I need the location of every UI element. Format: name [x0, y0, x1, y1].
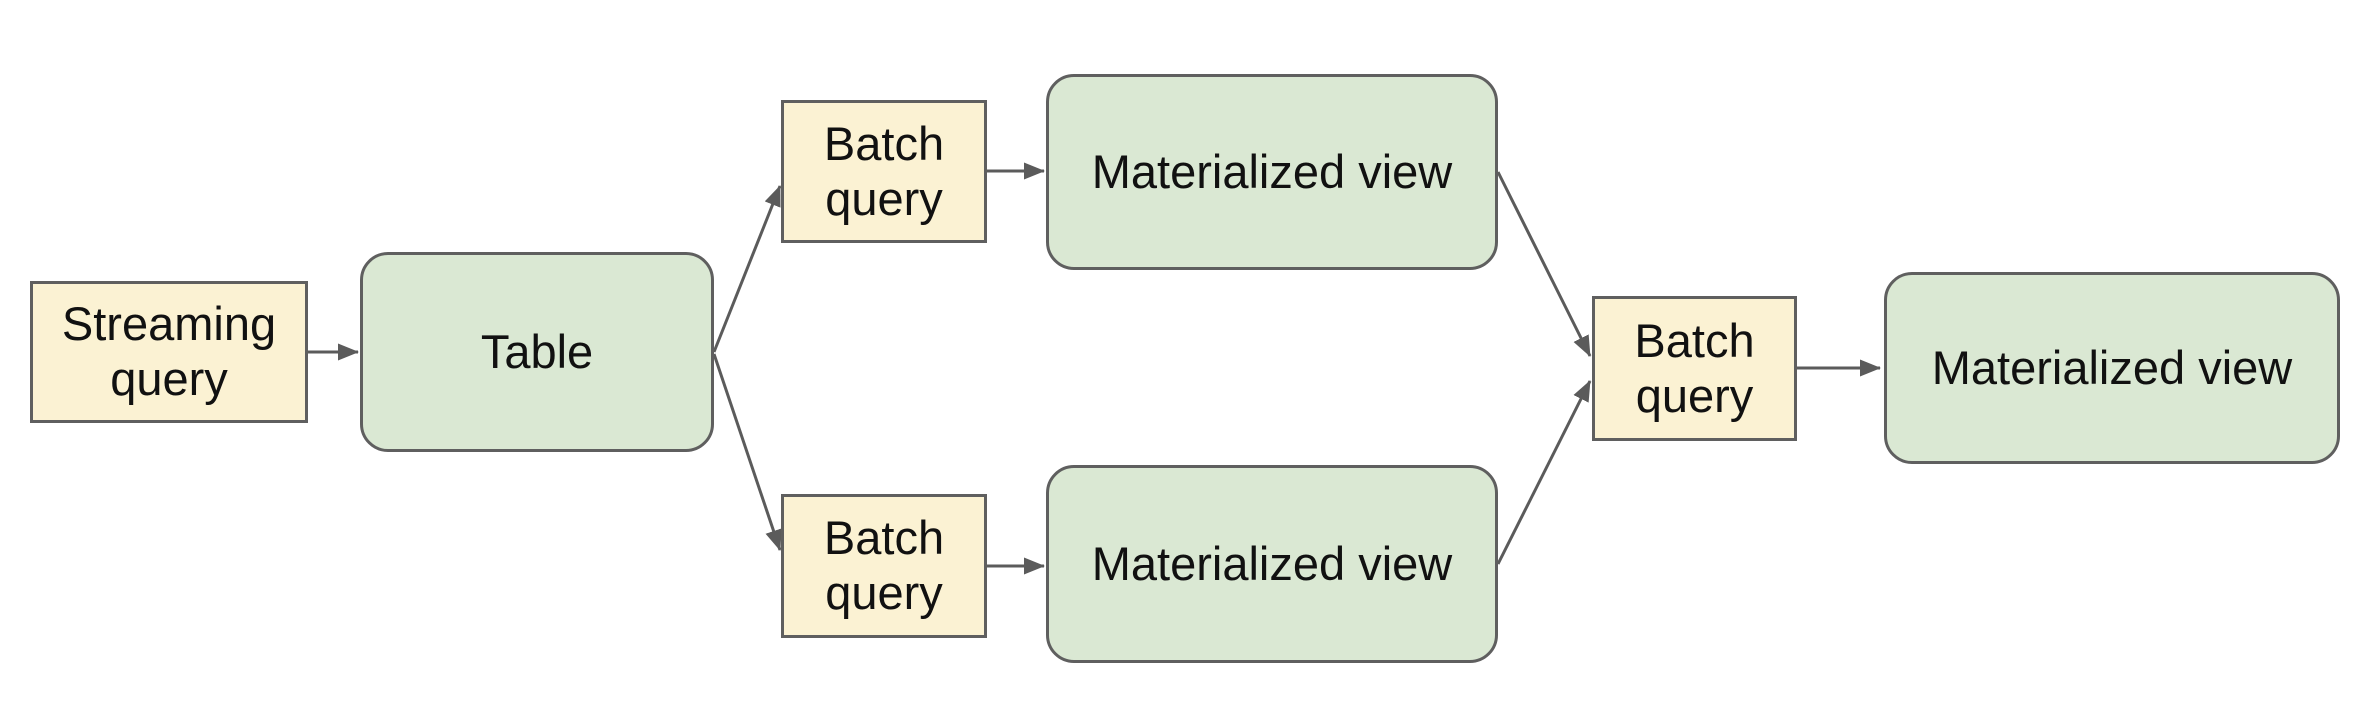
node-label: Streaming query [61, 297, 277, 405]
node-batch-query-top: Batch query [781, 100, 987, 243]
node-label: Batch query [823, 116, 945, 225]
node-label: Batch query [1634, 313, 1755, 422]
node-label: Batch query [823, 511, 945, 619]
node-label: Materialized view [1091, 144, 1453, 198]
node-label: Table [480, 324, 594, 378]
node-table: Table [360, 252, 714, 452]
node-label: Materialized view [1091, 536, 1453, 590]
node-materialized-view-bottom: Materialized view [1046, 465, 1498, 663]
edge-table-to-batch-bottom [712, 353, 782, 551]
node-batch-query-bottom: Batch query [781, 494, 987, 638]
edge-mv-bottom-to-batch-right [1496, 380, 1592, 565]
edge-mv-top-to-batch-right [1496, 171, 1592, 357]
edge-table-to-batch-top [712, 185, 782, 353]
node-materialized-view-top: Materialized view [1046, 74, 1498, 270]
node-streaming-query: Streaming query [30, 281, 308, 423]
node-batch-query-right: Batch query [1592, 296, 1797, 441]
node-materialized-view-right: Materialized view [1884, 272, 2340, 464]
node-label: Materialized view [1931, 340, 2293, 394]
